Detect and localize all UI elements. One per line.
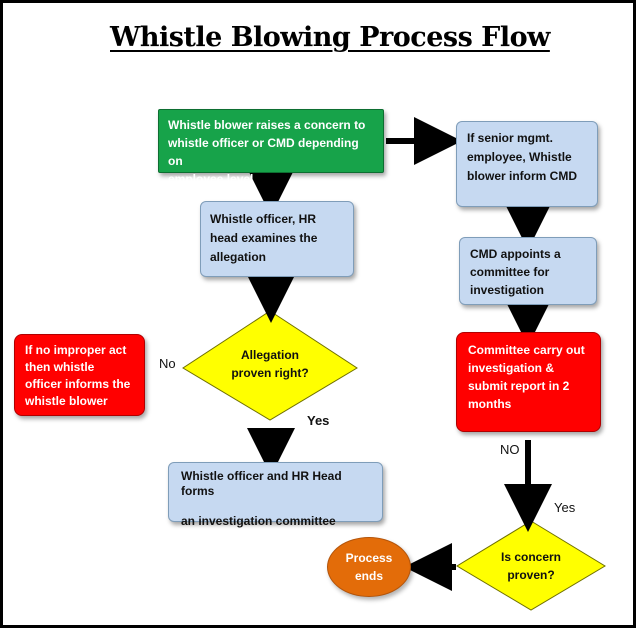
allegation-diamond <box>182 310 358 421</box>
committee-report-node: Committee carry out investigation & subm… <box>456 332 601 432</box>
edge-label-no-left: No <box>159 356 176 371</box>
concern-decision-text: Is concern proven? <box>500 550 562 582</box>
page-title: Whistle Blowing Process Flow <box>110 22 550 53</box>
allegation-decision-text: Allegation proven right? <box>231 348 309 380</box>
process-ends-node: Process ends <box>327 537 411 597</box>
form-committee-node: Whistle officer and HR Head forms an inv… <box>168 462 383 528</box>
edge-label-no-right: NO <box>500 442 520 457</box>
no-improper-node: If no improper act then whistle officer … <box>14 334 145 416</box>
examine-node: Whistle officer, HR head examines the al… <box>200 201 354 277</box>
process-ends-text: Process ends <box>345 551 393 583</box>
edge-label-yes-down: Yes <box>307 413 330 428</box>
start-node: Whistle blower raises a concern to whist… <box>158 109 384 186</box>
start-node-text: Whistle blower raises a concern to whist… <box>168 118 366 186</box>
cmd-appoints-node: CMD appoints a committee for investigati… <box>459 237 597 305</box>
examine-node-text: Whistle officer, HR head examines the al… <box>210 212 318 264</box>
form-committee-node-text: Whistle officer and HR Head forms an inv… <box>181 469 342 528</box>
cmd-appoints-node-text: CMD appoints a committee for investigati… <box>470 247 561 297</box>
senior-mgmt-node-text: If senior mgmt. employee, Whistle blower… <box>467 131 577 183</box>
no-improper-node-text: If no improper act then whistle officer … <box>25 343 131 408</box>
senior-mgmt-node: If senior mgmt. employee, Whistle blower… <box>456 121 598 207</box>
edge-label-yes-right: Yes <box>554 500 576 515</box>
concern-diamond <box>456 520 606 611</box>
committee-report-node-text: Committee carry out investigation & subm… <box>468 343 585 411</box>
